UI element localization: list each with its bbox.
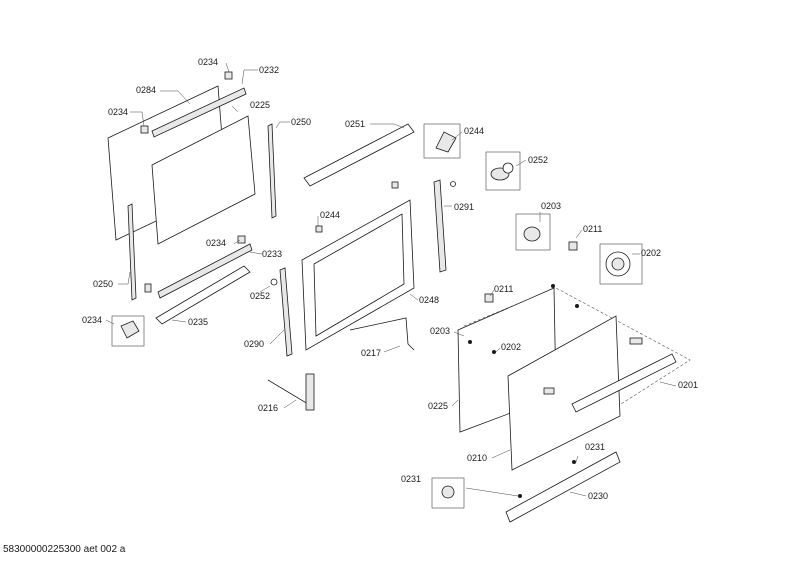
knob-screw bbox=[450, 181, 456, 187]
mount-point-a bbox=[468, 340, 472, 344]
label-0234c: 0234 bbox=[206, 238, 226, 248]
door-side-strip-left bbox=[127, 203, 137, 301]
rotary-knob-center bbox=[611, 257, 625, 271]
hinge-right bbox=[349, 317, 415, 351]
label-0234b: 0234 bbox=[108, 107, 128, 117]
label-0284: 0284 bbox=[136, 85, 156, 95]
screw-point-a bbox=[518, 494, 522, 498]
label-0290: 0290 bbox=[244, 339, 264, 349]
bracket-small-a bbox=[315, 225, 323, 233]
panel-switch-a bbox=[543, 387, 555, 395]
label-0234d: 0234 bbox=[82, 315, 102, 325]
label-0235: 0235 bbox=[188, 317, 208, 327]
clip-top bbox=[224, 71, 233, 80]
label-0244a: 0244 bbox=[464, 126, 484, 136]
leader-lines bbox=[105, 62, 677, 497]
inner-glass-panel bbox=[151, 115, 256, 245]
screw-detail-part bbox=[441, 485, 455, 499]
panel-switch-b bbox=[629, 337, 643, 345]
drawing-id: 58300000225300 aet 002 a bbox=[3, 544, 126, 555]
label-0225b: 0225 bbox=[428, 401, 448, 411]
label-0201: 0201 bbox=[678, 380, 698, 390]
control-panel-front bbox=[507, 315, 621, 471]
hinge-left-block bbox=[305, 373, 315, 411]
mount-point-b bbox=[492, 350, 496, 354]
panel-bracket bbox=[484, 293, 494, 303]
label-0217: 0217 bbox=[361, 348, 381, 358]
label-0250b: 0250 bbox=[93, 279, 113, 289]
door-bottom-rail bbox=[155, 265, 251, 325]
label-0248: 0248 bbox=[419, 295, 439, 305]
bracket-detail-part bbox=[435, 131, 457, 153]
label-0216: 0216 bbox=[258, 403, 278, 413]
clip-detail-part bbox=[120, 320, 140, 339]
clip-mid bbox=[140, 125, 149, 134]
label-0244b: 0244 bbox=[320, 210, 340, 220]
clip-left bbox=[144, 283, 152, 293]
label-0250a: 0250 bbox=[291, 117, 311, 127]
door-frame-inner bbox=[313, 213, 405, 337]
mount-point-d bbox=[575, 304, 579, 308]
door-glass-assembly bbox=[107, 71, 278, 347]
side-strip-right bbox=[433, 179, 447, 273]
part-labels: 0234 0232 0284 0234 0225 0250 0251 0244 … bbox=[82, 57, 698, 501]
label-0231a: 0231 bbox=[585, 442, 605, 452]
knob-shaft bbox=[523, 226, 541, 242]
label-0211b: 0211 bbox=[494, 284, 513, 294]
panel-bracket-top bbox=[568, 241, 578, 251]
label-0203a: 0203 bbox=[541, 201, 561, 211]
label-0202a: 0202 bbox=[641, 248, 661, 258]
label-0211a: 0211 bbox=[583, 224, 602, 234]
clip-lower bbox=[237, 235, 246, 244]
label-0225a: 0225 bbox=[250, 100, 270, 110]
screw-small bbox=[270, 278, 278, 286]
hinge-left bbox=[267, 375, 313, 405]
frame-side-strip bbox=[279, 267, 293, 357]
label-0230: 0230 bbox=[588, 491, 608, 501]
label-0233: 0233 bbox=[262, 249, 282, 259]
screw-point-b bbox=[572, 460, 576, 464]
door-top-rail bbox=[151, 87, 247, 138]
label-0210: 0210 bbox=[467, 453, 487, 463]
frame-top-trim bbox=[303, 123, 415, 187]
control-panel-assembly bbox=[431, 213, 691, 523]
mount-point-c bbox=[551, 284, 555, 288]
label-0252b: 0252 bbox=[250, 291, 270, 301]
bracket-small-b bbox=[391, 181, 399, 189]
bottom-trim bbox=[505, 451, 621, 523]
label-0234a: 0234 bbox=[198, 57, 218, 67]
knob-gear bbox=[502, 162, 514, 174]
label-0232: 0232 bbox=[259, 65, 279, 75]
label-0251: 0251 bbox=[345, 119, 365, 129]
label-0252a: 0252 bbox=[528, 155, 548, 165]
label-0291: 0291 bbox=[454, 202, 474, 212]
label-0202b: 0202 bbox=[501, 342, 521, 352]
door-frame-assembly bbox=[267, 123, 461, 411]
front-strip bbox=[571, 353, 677, 413]
door-lower-rail bbox=[157, 243, 253, 299]
knob-detail bbox=[450, 151, 521, 191]
label-0231b: 0231 bbox=[401, 474, 421, 484]
label-0203b: 0203 bbox=[430, 326, 450, 336]
door-side-strip-right bbox=[267, 123, 277, 219]
